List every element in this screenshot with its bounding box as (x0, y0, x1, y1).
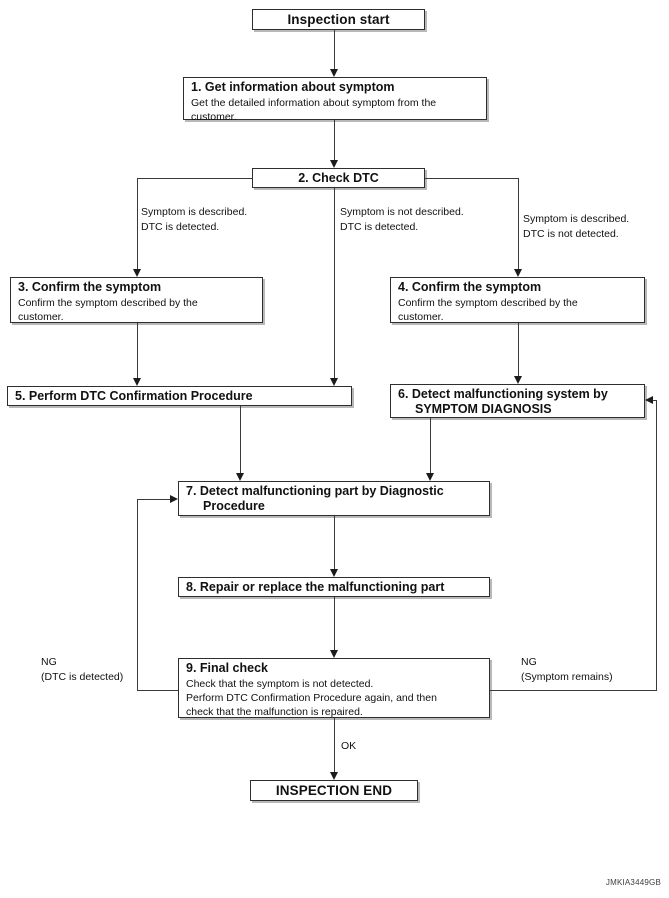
label-branch-middle: Symptom is not described. DTC is detecte… (340, 206, 464, 233)
watermark-code: JMKIA3449GB (605, 878, 661, 887)
node-step-2: 2. Check DTC (252, 168, 425, 188)
node-step-1: 1. Get information about symptom Get the… (183, 77, 487, 123)
node-step-7: 7. Detect malfunctioning part by Diagnos… (178, 481, 490, 516)
edge-branch-right-horizontal (425, 178, 519, 179)
arrowhead-left-icon (645, 396, 653, 404)
edge-step5-to-step7 (240, 406, 241, 473)
label-ng-right: NG (Symptom remains) (521, 656, 613, 683)
edge-step9-to-end (334, 718, 335, 772)
edge-step1-to-step2 (334, 120, 335, 160)
arrowhead-down-icon (426, 473, 434, 481)
edge-step4-to-step6 (518, 323, 519, 376)
arrowhead-down-icon (514, 376, 522, 384)
arrowhead-down-icon (330, 69, 338, 77)
arrowhead-down-icon (330, 650, 338, 658)
box-title: 2. Check DTC (298, 170, 379, 185)
label-ok: OK (341, 740, 357, 752)
node-step-8: 8. Repair or replace the malfunctioning … (178, 577, 490, 597)
box-body: Confirm the symptom described by the cus… (18, 297, 198, 323)
box-body: Get the detailed information about sympt… (191, 97, 437, 123)
edge-branch-left-horizontal (137, 178, 252, 179)
node-step-3: 3. Confirm the symptom Confirm the sympt… (10, 277, 263, 323)
arrowhead-down-icon (330, 378, 338, 386)
label-branch-left: Symptom is described. DTC is detected. (141, 206, 248, 233)
edge-branch-right-vertical (518, 178, 519, 269)
edge-ng-right-vertical (656, 400, 657, 690)
box-title: 5. Perform DTC Confirmation Procedure (15, 389, 253, 403)
box-title: 1. Get information about symptom (191, 80, 395, 94)
arrowhead-down-icon (133, 269, 141, 277)
node-inspection-start: Inspection start (252, 9, 425, 30)
edge-ng-left-horizontal-bottom (137, 690, 178, 691)
arrowhead-down-icon (133, 378, 141, 386)
label-ng-left: NG (DTC is detected) (41, 656, 124, 683)
arrowhead-down-icon (330, 160, 338, 168)
box-title: 9. Final check (186, 661, 268, 675)
arrowhead-down-icon (514, 269, 522, 277)
node-inspection-end: INSPECTION END (250, 780, 418, 801)
edge-branch-left-vertical (137, 178, 138, 269)
node-step-5: 5. Perform DTC Confirmation Procedure (7, 386, 352, 406)
edge-step8-to-step9 (334, 597, 335, 650)
box-title: 7. Detect malfunctioning part by Diagnos… (186, 484, 444, 513)
arrowhead-down-icon (330, 772, 338, 780)
edge-ng-left-vertical (137, 499, 138, 691)
edge-ng-right-horizontal-top (651, 400, 657, 401)
node-step-4: 4. Confirm the symptom Confirm the sympt… (390, 277, 645, 323)
edge-start-to-step1 (334, 30, 335, 70)
edge-branch-middle-vertical (334, 188, 335, 378)
node-step-6: 6. Detect malfunctioning system by SYMPT… (390, 384, 645, 418)
node-label: INSPECTION END (275, 783, 393, 798)
box-title: 6. Detect malfunctioning system by SYMPT… (398, 387, 608, 416)
node-label: Inspection start (287, 12, 390, 27)
arrowhead-down-icon (236, 473, 244, 481)
box-title: 8. Repair or replace the malfunctioning … (186, 580, 445, 594)
box-title: 4. Confirm the symptom (398, 280, 542, 294)
edge-ng-left-horizontal-top (137, 499, 170, 500)
label-branch-right: Symptom is described. DTC is not detecte… (523, 213, 630, 240)
node-step-9: 9. Final check Check that the symptom is… (178, 658, 490, 718)
edge-ng-right-horizontal-bottom (490, 690, 657, 691)
edge-step7-to-step8 (334, 516, 335, 569)
edge-step6-to-step7 (430, 418, 431, 473)
edge-step3-to-step5 (137, 323, 138, 378)
arrowhead-down-icon (330, 569, 338, 577)
box-body: Check that the symptom is not detected. … (186, 678, 437, 718)
box-body: Confirm the symptom described by the cus… (398, 297, 578, 323)
arrowhead-right-icon (170, 495, 178, 503)
box-title: 3. Confirm the symptom (18, 280, 162, 294)
